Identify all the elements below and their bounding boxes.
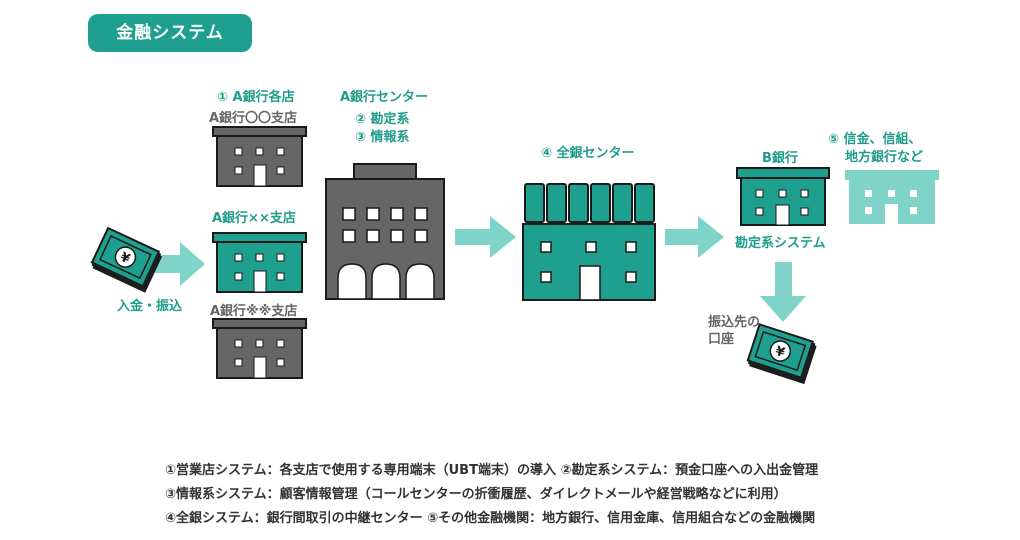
legend-line-3: ④全銀システム：銀行間取引の中継センター ⑤その他金融機関：地方銀行、信用金庫、… — [165, 511, 816, 526]
branch1-building-icon — [212, 126, 307, 187]
others-building-icon — [845, 170, 939, 224]
arrow-deposit-to-branch — [150, 242, 205, 286]
zengin-building-icon — [522, 183, 656, 301]
center-label: A銀行センター — [340, 90, 429, 105]
banknote-destination-icon: ¥ — [746, 323, 817, 385]
branch2-building-icon — [212, 232, 307, 293]
center-sub2: ③ 情報系 — [355, 130, 410, 145]
legend-line-1: ①営業店システム：各支店で使用する専用端末（UBT端末）の導入 ②勘定系システム… — [165, 463, 819, 478]
arrow-center-to-zengin — [665, 216, 724, 258]
center-building-icon — [325, 163, 445, 300]
banknote-deposit-icon: ¥ — [90, 226, 163, 293]
yen-symbol: ¥ — [773, 344, 786, 361]
branch2-label: A銀行××支店 — [212, 211, 296, 226]
branch1-label: A銀行〇〇支店 — [209, 111, 298, 126]
arrow-branch-to-center — [455, 216, 516, 258]
zengin-label: ④ 全銀センター — [541, 146, 635, 161]
others-label-line1: ⑤ 信金、信組、 — [828, 132, 922, 147]
center-sub1: ② 勘定系 — [355, 112, 410, 127]
page-title: 金融システム — [88, 14, 252, 52]
destination-label-line2: 口座 — [708, 332, 735, 347]
destination-label-line1: 振込先の — [708, 315, 761, 330]
bank-b-label: B銀行 — [762, 151, 798, 166]
branch-group-label: ① A銀行各店 — [217, 90, 295, 105]
legend-line-2: ③情報系システム：顧客情報管理（コールセンターの折衝履歴、ダイレクトメールや経営… — [165, 487, 787, 502]
arrow-bankb-to-dest — [760, 262, 806, 322]
others-label-line2: 地方銀行など — [845, 150, 924, 165]
deposit-label: 入金・振込 — [117, 299, 183, 314]
bank-b-building-icon — [736, 167, 830, 226]
branch3-building-icon — [212, 318, 307, 379]
branch3-label: A銀行※※支店 — [210, 304, 298, 319]
bank-b-sub-label: 勘定系システム — [735, 236, 826, 251]
